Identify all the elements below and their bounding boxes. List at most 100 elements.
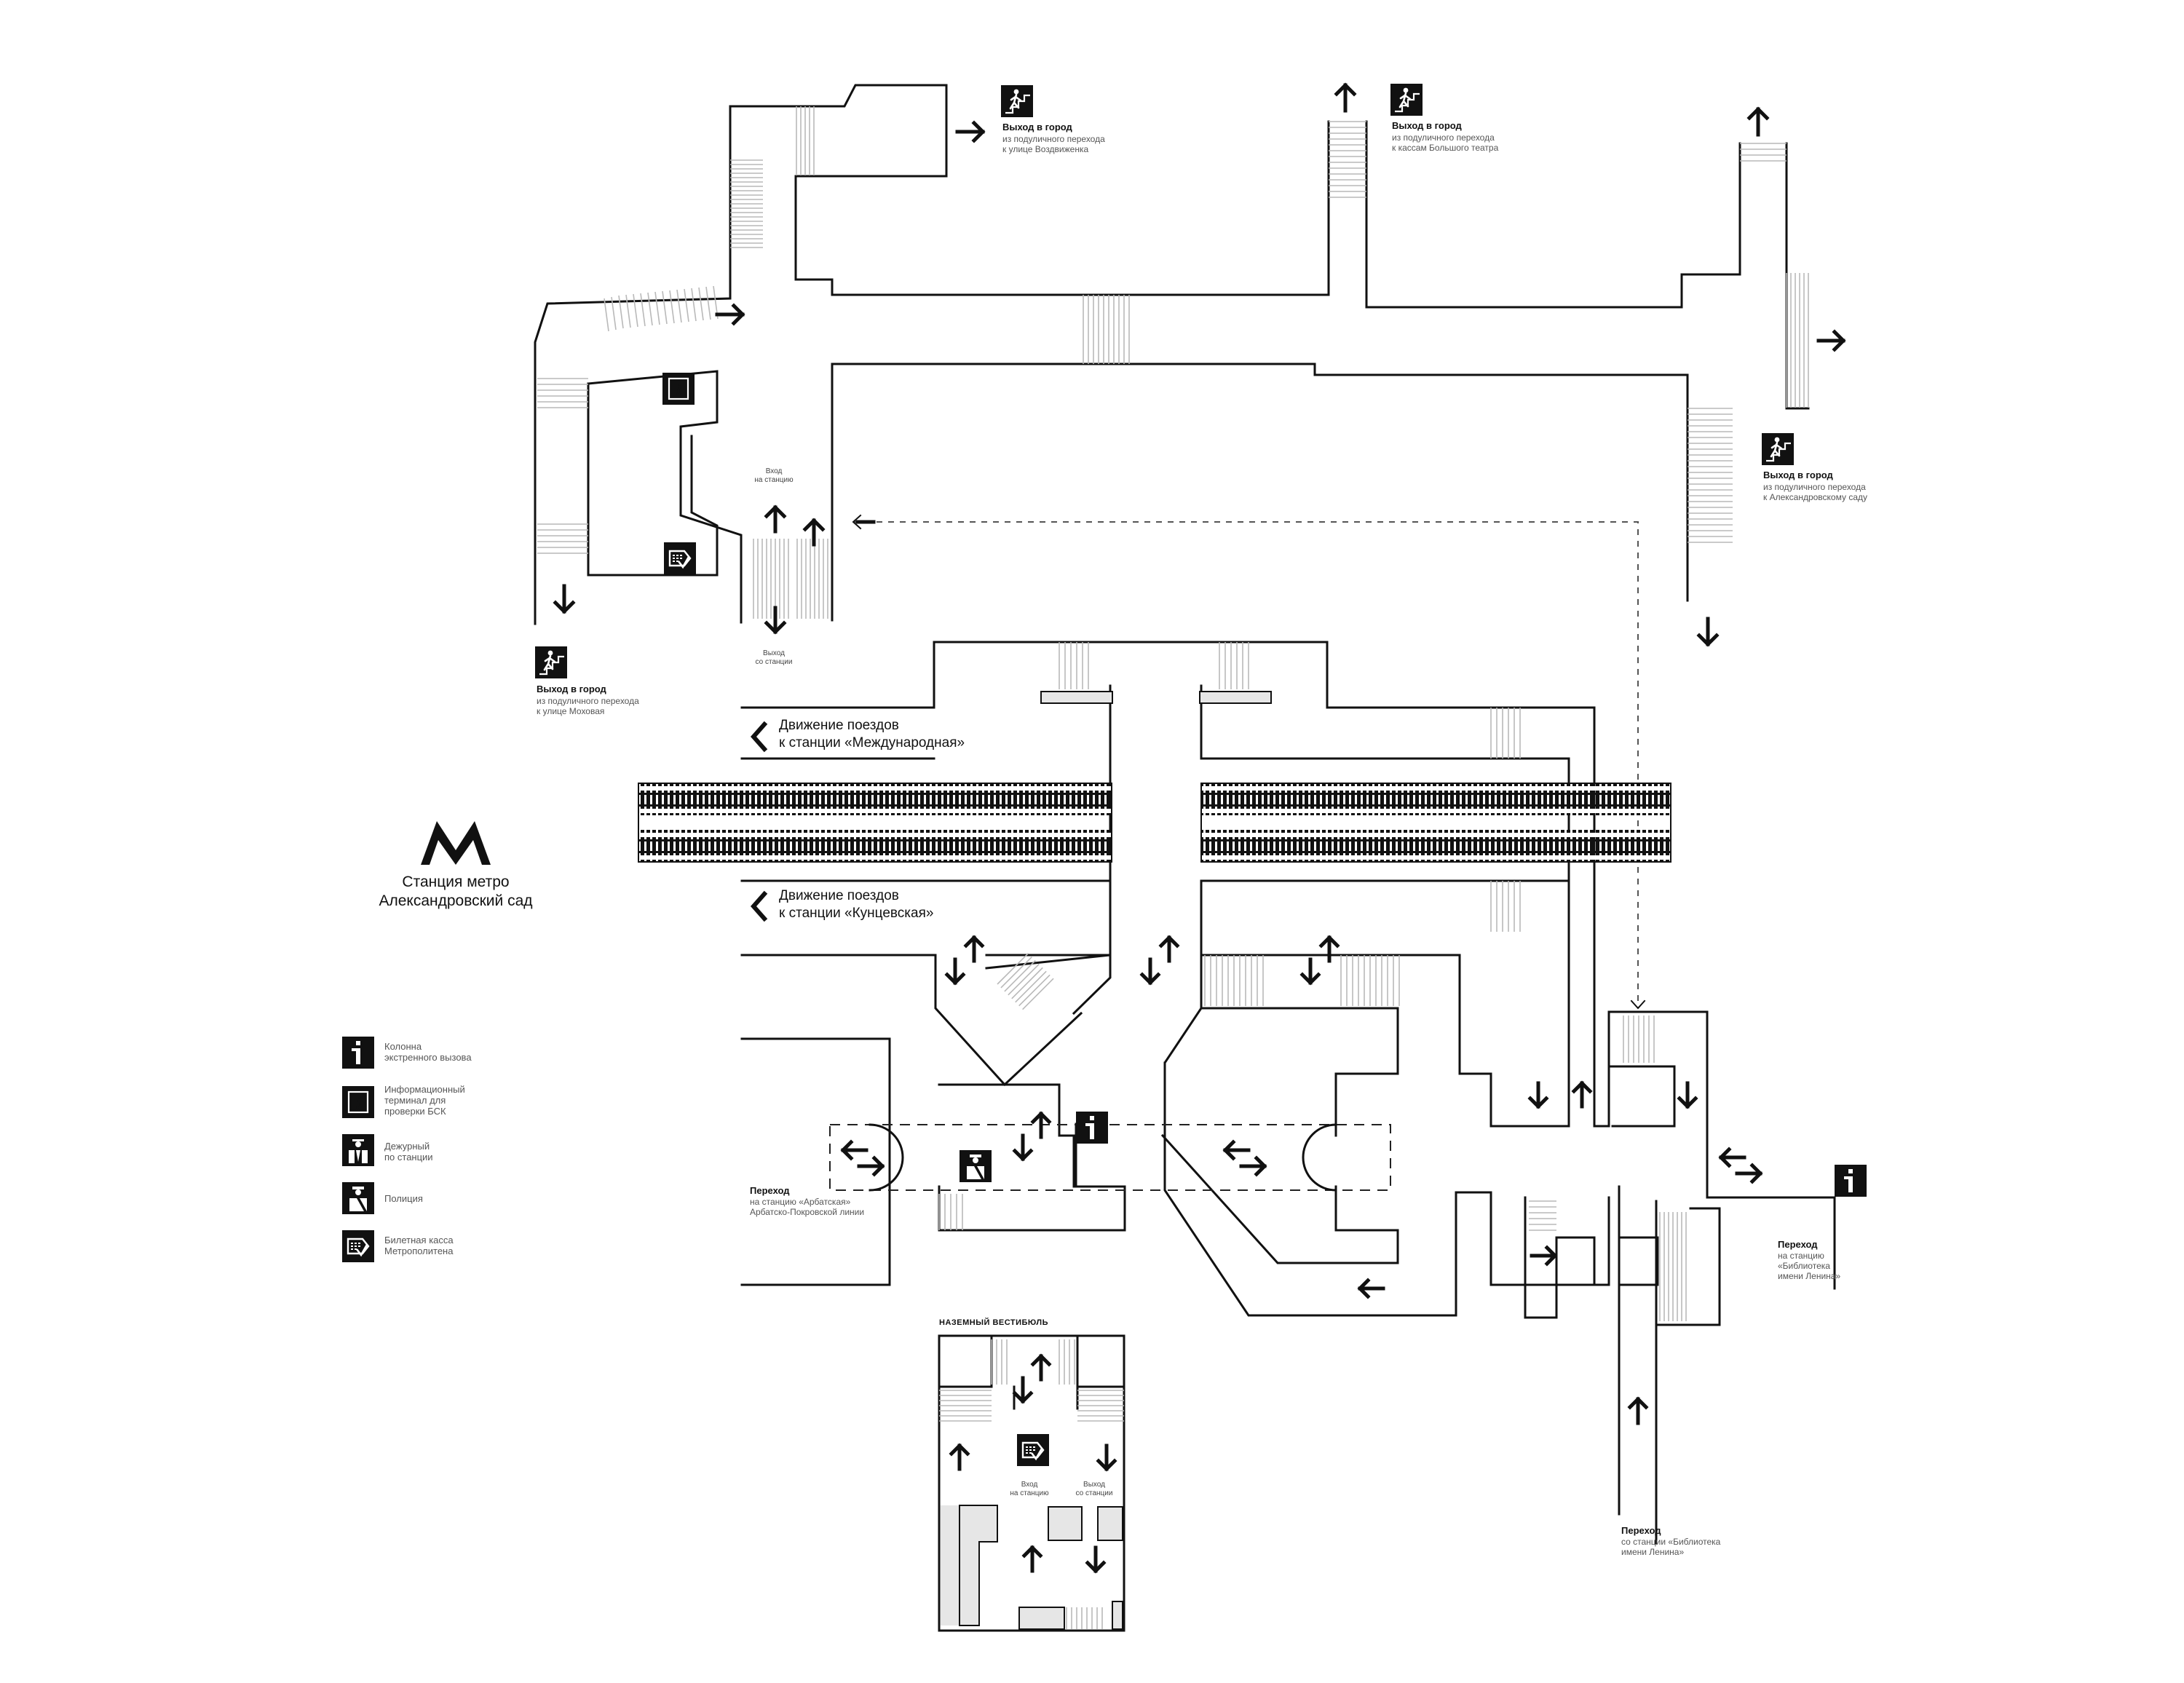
legend-label: по станции	[384, 1152, 433, 1163]
exit-icon	[534, 645, 569, 680]
arrow-left	[1222, 1139, 1251, 1161]
lower-level-walls	[740, 1006, 1836, 1545]
exit-label-sad: Выход в город из подуличного перехода к …	[1763, 470, 1867, 502]
legend-label: Метрополитена	[384, 1246, 454, 1256]
ticket-office-icon	[662, 541, 697, 576]
transfer-route-dashed	[853, 521, 1639, 1008]
legend-label: Дежурный	[384, 1141, 430, 1152]
platform-stairs	[997, 642, 1521, 1010]
train-direction-label: Движение поездов	[779, 718, 899, 733]
arrow-down	[1012, 1376, 1034, 1404]
train-direction-label: к станции «Кунцевская»	[779, 906, 933, 921]
transfer-title: Переход	[750, 1185, 790, 1196]
dashed-route-arrowhead	[1630, 999, 1646, 1010]
exit-subtitle: к кассам Большого театра	[1392, 143, 1499, 153]
arrow-up	[1158, 935, 1180, 963]
arrow-down	[1299, 957, 1321, 986]
exit-icon	[1760, 432, 1795, 467]
exit-subtitle: к Александровскому саду	[1763, 492, 1867, 502]
vestibule-title: НАЗЕМНЫЙ ВЕСТИБЮЛЬ	[939, 1318, 1048, 1327]
emergency-call-icon	[1835, 1165, 1867, 1197]
train-direction-label: Движение поездов	[779, 888, 899, 903]
arrow-right	[955, 120, 986, 143]
arrow-right	[1530, 1245, 1558, 1267]
station-attendant-icon	[342, 1134, 374, 1166]
railway-tracks	[638, 783, 1671, 863]
exit-subtitle: к улице Воздвиженка	[1002, 144, 1088, 154]
arrow-right	[1735, 1163, 1763, 1184]
transfer-subtitle: со станции «Библиотека	[1621, 1537, 1721, 1547]
arrow-left	[840, 1139, 869, 1161]
ground-vestibule	[938, 1334, 1125, 1632]
station-name: Станция метро	[402, 874, 509, 890]
info-terminal-icon	[661, 371, 696, 406]
platform-bench-left	[1040, 691, 1113, 704]
exit-label-mokhovaya: Выход в город из подуличного перехода к …	[537, 684, 639, 716]
emergency-call-icon	[342, 1037, 374, 1069]
vestibule-stairs	[939, 1339, 1124, 1629]
legend-label: проверки БСК	[384, 1106, 446, 1117]
legend-label: Информационный	[384, 1084, 465, 1095]
arrow-up	[963, 935, 985, 963]
legend-label: Полиция	[384, 1193, 423, 1204]
legend: Колонна экстренного вызова Информационны…	[341, 1037, 472, 1264]
arrow-down	[1677, 1081, 1698, 1109]
exit-title: Выход в город	[1002, 122, 1073, 132]
arrow-right	[715, 303, 745, 326]
arrow-right	[857, 1155, 885, 1177]
train-direction-label: к станции «Международная»	[779, 735, 965, 751]
dashed-route-arrowhead-left	[852, 514, 862, 530]
arrow-up	[802, 518, 826, 547]
exit-label-vozdvizhenka: Выход в город из подуличного перехода к …	[1002, 122, 1105, 154]
arrow-down	[1696, 617, 1720, 647]
arrow-up	[1030, 1111, 1052, 1139]
vestibule-exit-label: со станции	[1076, 1489, 1113, 1497]
transfer-subtitle: «Библиотека	[1778, 1261, 1830, 1271]
exit-icon	[1000, 84, 1034, 119]
exit-subtitle: из подуличного перехода	[1392, 132, 1495, 143]
exit-subtitle: из подуличного перехода	[1002, 134, 1105, 144]
arrow-down	[553, 584, 576, 614]
transfer-passage-dashed	[829, 1123, 1391, 1192]
transfer-label-lenina-from: Переход со станции «Библиотека имени Лен…	[1621, 1525, 1721, 1557]
transfer-label-lenina-to: Переход на станцию «Библиотека имени Лен…	[1778, 1239, 1840, 1281]
upper-concourse-walls	[534, 84, 1810, 625]
exit-title: Выход в город	[1763, 470, 1834, 480]
station-name: Александровский сад	[379, 892, 532, 909]
arrow-up	[1334, 82, 1357, 113]
platform-walls	[740, 641, 1596, 1128]
arrow-up	[949, 1443, 970, 1471]
legend-label: терминал для	[384, 1095, 446, 1106]
transfer-label-arbatskaya: Переход на станцию «Арбатская» Арбатско-…	[750, 1185, 864, 1217]
arrow-left	[1357, 1278, 1385, 1299]
direction-arrows	[553, 82, 1846, 1574]
arrow-up	[1627, 1396, 1649, 1425]
arrow-down	[1139, 957, 1161, 986]
ticket-office-icon	[341, 1229, 376, 1264]
arrow-down	[944, 957, 966, 986]
platform-bench-right	[1199, 691, 1272, 704]
arrow-left	[1718, 1147, 1746, 1168]
lower-stairs	[938, 1015, 1687, 1321]
arrow-right	[1239, 1155, 1267, 1177]
legend-label: экстренного вызова	[384, 1052, 472, 1063]
arrow-up	[764, 504, 787, 534]
arrow-up	[1571, 1080, 1593, 1109]
vestibule-entrance-label: Вход	[1021, 1481, 1038, 1489]
transfer-subtitle: имени Ленина»	[1778, 1271, 1840, 1281]
transfer-title: Переход	[1621, 1525, 1661, 1536]
arrow-down	[1527, 1081, 1549, 1109]
arrow-down	[1012, 1133, 1034, 1162]
arrow-down	[1085, 1545, 1107, 1574]
arrow-down	[1096, 1444, 1117, 1472]
emergency-call-icon	[1076, 1112, 1108, 1144]
exit-title: Выход в город	[1392, 120, 1463, 131]
police-icon	[960, 1150, 992, 1182]
transfer-subtitle: на станцию «Арбатская»	[750, 1197, 851, 1207]
exit-station-label: со станции	[756, 658, 793, 666]
info-terminal-icon	[341, 1085, 376, 1120]
arrow-up	[1746, 106, 1770, 137]
exit-icon	[1389, 82, 1424, 117]
arrow-up	[1030, 1353, 1052, 1382]
